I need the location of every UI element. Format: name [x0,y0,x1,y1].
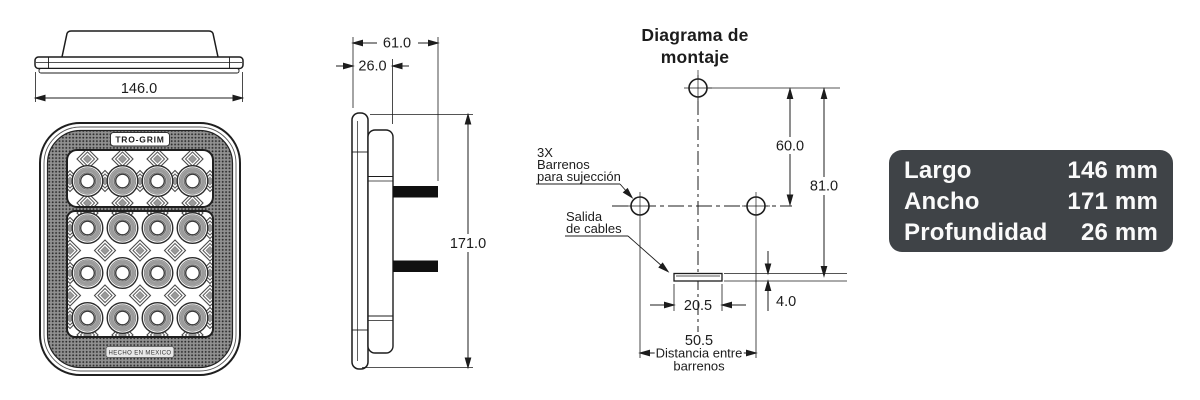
hole-spacing-note-line2: barrenos [673,359,725,374]
dim-top-to-slot-text: 81.0 [810,179,838,195]
mounting-title-line1: Diagrama de [641,25,748,45]
front-main-lens [66,210,214,338]
top-width-dim-text: 146.0 [121,81,157,97]
side-lens [351,112,369,370]
dim-slot-height-text: 4.0 [776,294,796,310]
spec-value: 146 mm [1067,156,1158,184]
slot-height-dimension [724,251,847,311]
side-view [336,37,473,370]
mount-stud-top [393,186,438,198]
holes-label-line3: para sujección [537,169,621,184]
top-view-dome [61,30,219,58]
mounting-title-line2: montaje [661,47,730,67]
vertical-dimensions [708,87,840,277]
spec-row-ancho: Ancho 171 mm [904,186,1158,217]
spec-value: 171 mm [1067,187,1158,215]
side-body-depth-text: 26.0 [358,59,386,75]
dim-hole-spacing-text: 50.5 [685,333,713,349]
brand-text: TRO-GRIM [115,135,164,145]
cable-slot [673,272,723,282]
brand-plate [110,132,170,147]
spec-value: 26 mm [1080,218,1158,246]
spec-label: Ancho [904,187,980,215]
top-view [34,30,244,102]
madein-text: HECHO EN MEXICO [108,351,171,357]
side-height-dimension [362,114,473,368]
top-width-dimension [35,72,243,102]
cable-label-line2: de cables [566,221,622,236]
spec-box: Largo 146 mm Ancho 171 mm Profundidad 26… [889,150,1173,252]
cable-leader [565,235,671,275]
holes-label-line1: 3X [537,145,553,160]
led-grid [71,164,209,335]
front-view [39,122,241,376]
dim-slot-width-text: 20.5 [684,298,712,314]
mounting-diagram [536,70,847,358]
side-total-depth-text: 61.0 [383,36,411,52]
hole-spacing-note-line1: Distancia entre [656,346,743,361]
spec-row-profundidad: Profundidad 26 mm [904,217,1158,248]
spec-label: Profundidad [904,218,1048,246]
side-depth-dimensions [336,37,439,181]
hole-spacing-dimension [639,220,757,358]
spec-label: Largo [904,156,972,184]
dim-top-to-holes-text: 60.0 [776,139,804,155]
spec-row-largo: Largo 146 mm [904,155,1158,186]
mount-stud-bottom [393,260,438,272]
side-height-text: 171.0 [450,236,486,252]
side-housing [367,129,394,354]
holes-label-line2: Barrenos [537,157,590,172]
slot-width-dimension [650,284,746,311]
holes-leader [536,183,635,200]
madein-plate [105,346,175,358]
cable-label-line1: Salida [566,209,603,224]
